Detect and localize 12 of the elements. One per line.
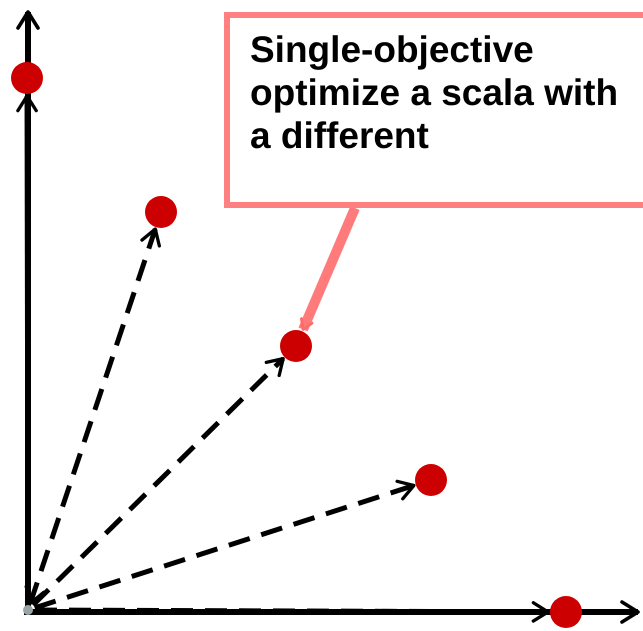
dashed-arrow — [24, 227, 161, 605]
callout-arrow — [298, 206, 360, 332]
dashed-arrow — [31, 356, 285, 607]
solution-point — [11, 62, 43, 94]
callout-box — [224, 12, 643, 208]
dashed-arrow — [34, 480, 416, 610]
origin-point — [23, 605, 33, 615]
solution-point — [145, 196, 177, 228]
solution-point — [415, 464, 447, 496]
callout-text: Single-objective optimize a scala with a different — [250, 28, 620, 157]
solution-point — [550, 596, 582, 628]
solution-point — [280, 330, 312, 362]
